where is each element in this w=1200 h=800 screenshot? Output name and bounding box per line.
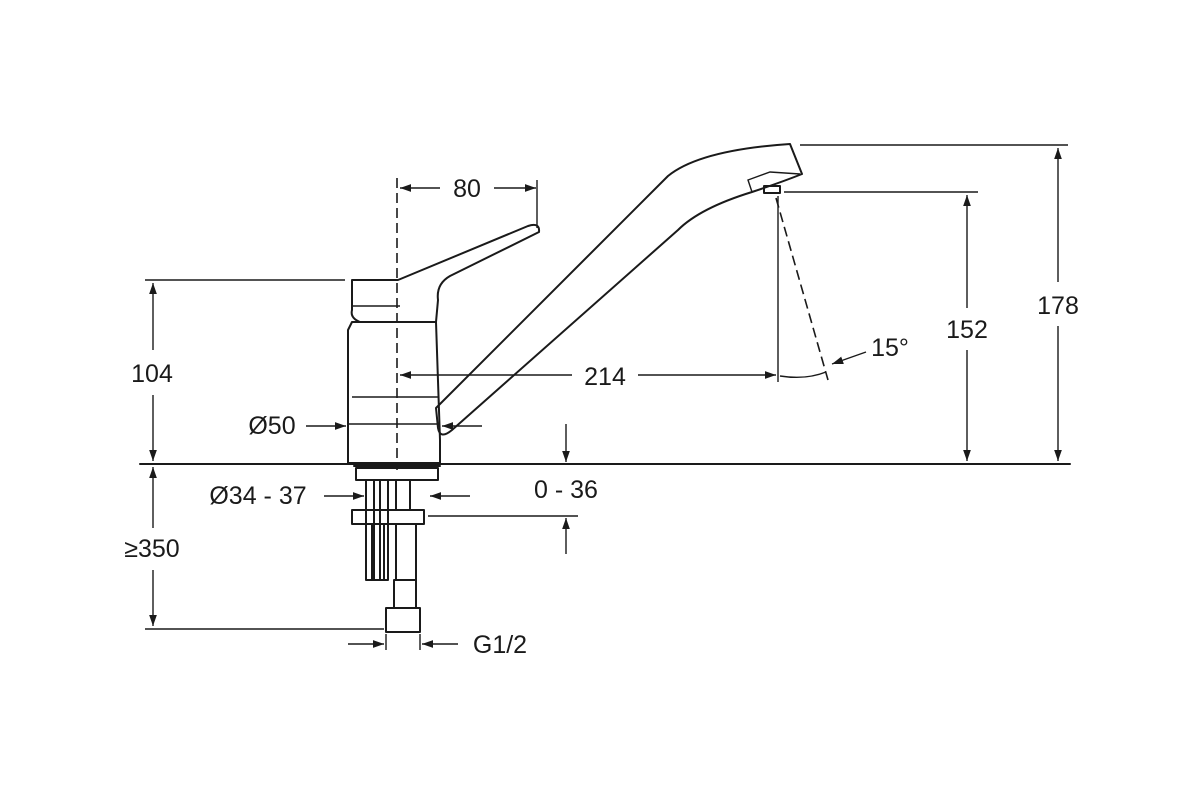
dimension-hole-diameter: Ø34 - 37 <box>209 482 470 510</box>
dimension-outlet-height: 152 <box>784 191 988 461</box>
dimension-handle-reach: 80 <box>400 175 538 228</box>
dimension-body-height: 104 <box>131 279 345 461</box>
dim-label-0-36: 0 - 36 <box>534 476 598 504</box>
dimension-hose-length: ≥350 <box>124 467 384 630</box>
dimension-body-diameter: Ø50 <box>248 412 482 440</box>
dim-label-15deg: 15° <box>871 334 909 362</box>
dim-label-350: ≥350 <box>124 535 179 563</box>
dim-label-g12: G1/2 <box>473 631 527 659</box>
dimension-connection-thread: G1/2 <box>348 631 527 659</box>
dimension-total-height: 178 <box>800 144 1079 461</box>
aerator <box>763 185 781 194</box>
faucet-body <box>347 321 441 464</box>
dim-label-104: 104 <box>131 360 173 388</box>
dim-label-178: 178 <box>1037 292 1079 320</box>
dim-label-d50: Ø50 <box>248 412 295 440</box>
dim-label-152: 152 <box>946 316 988 344</box>
mounting-hardware <box>351 465 441 633</box>
dim-label-214: 214 <box>584 363 626 391</box>
dimension-swivel-angle: 15° <box>775 197 909 381</box>
dimension-deck-thickness: 0 - 36 <box>428 424 598 554</box>
dim-label-d34-37: Ø34 - 37 <box>209 482 306 510</box>
dim-label-80: 80 <box>453 175 481 203</box>
lever-handle <box>350 223 541 323</box>
dimension-spout-reach: 214 <box>400 196 779 391</box>
